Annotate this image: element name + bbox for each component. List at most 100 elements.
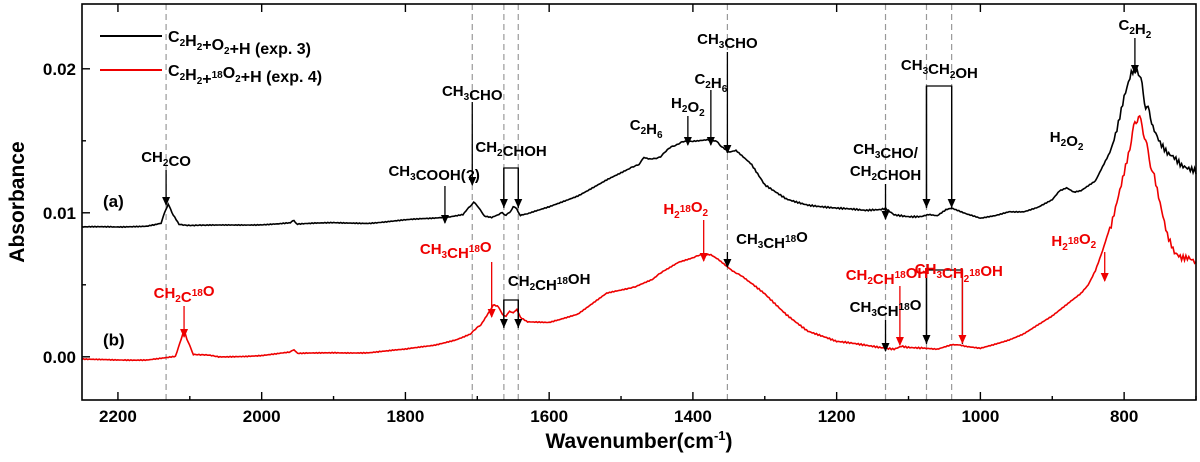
annotation-ch3ch18o-b1-part: O: [480, 239, 492, 256]
annotation-ch2ch18oh-b2-part: 2: [867, 276, 873, 287]
annotation-ch3ch2oh-a-part: OH: [955, 65, 978, 82]
annotation-c2h6-a1-part: H: [646, 121, 657, 138]
y-tick-label-0: 0.00: [43, 348, 76, 367]
annotation-h218o2-b2-part: H: [1051, 233, 1062, 250]
x-tick-label-1: 2000: [243, 407, 281, 426]
annotation-ch3cho-ch2choh-a-line2-part: 2: [871, 172, 877, 183]
arrow-ch2choh-a-left-head: [499, 199, 508, 208]
annotation-ch3cho-a1-part: CHO: [469, 87, 503, 104]
annotation-ch3ch18o-b3: CH3CH18O: [850, 297, 922, 320]
annotation-ch2c18o-b-part: 18: [192, 288, 204, 299]
legend-label-1-part: C: [168, 63, 180, 80]
bracket-ch3ch2oh-a: [925, 85, 953, 208]
annotation-c2h6-a2-part: 2: [705, 80, 711, 91]
annotation-ch2ch18oh-b2: CH2CH18OH: [846, 265, 929, 288]
annotation-ch2c18o-b-part: 2: [175, 294, 181, 305]
annotation-ch3ch18o-b3-part: 18: [899, 302, 911, 313]
legend-label-1: C2H2+18O2+H (exp. 4): [168, 63, 322, 88]
annotation-ch2ch18oh-b: CH2CH18OH: [508, 271, 591, 294]
annotation-h2o2-a2: H2O2: [1050, 129, 1084, 153]
arrow-ch3cho-a1-head: [468, 177, 477, 186]
x-tick-label-4: 1400: [674, 407, 712, 426]
annotation-c2h6-a2-part: 6: [722, 84, 728, 95]
annotation-h2o2-a1-part: H: [671, 95, 682, 112]
legend-label-1-part: O: [223, 65, 235, 82]
trace-label-b: (b): [103, 330, 125, 349]
annotation-c2h6-a1-part: 6: [657, 130, 663, 141]
annotation-ch3ch18o-b2-part: CH: [736, 231, 758, 248]
arrow-ch2ch18oh-b2-head: [895, 337, 904, 346]
annotation-c2h6-a1: C2H6: [630, 117, 663, 141]
annotation-ch2co-part: 2: [163, 158, 169, 169]
annotation-ch3ch18o-b3-part: O: [910, 297, 922, 314]
legend-label-1-part: H: [185, 67, 197, 84]
annotation-h2o2-a2-part: 2: [1078, 142, 1084, 153]
arrow-ch3ch18o-b3-head: [881, 343, 890, 352]
arrow-ch2ch18oh-b-right-head: [514, 319, 523, 328]
annotation-ch3ch18o-b1-part: 3: [442, 250, 448, 261]
annotation-ch2ch18oh-b-part: OH: [568, 271, 591, 288]
x-tick-label-3: 1600: [530, 407, 568, 426]
arrow-ch3ch2oh-a-right-head: [947, 199, 956, 208]
annotation-h218o2-b1-part: 18: [680, 204, 692, 215]
arrow-ch3cooh-head: [440, 215, 449, 224]
x-tick-label-7: 800: [1110, 407, 1138, 426]
y-tick-label-2: 0.02: [43, 60, 76, 79]
annotation-c2h6-a2-part: C: [694, 71, 705, 88]
annotation-h218o2-b1-part: O: [691, 199, 703, 216]
annotation-ch3ch218oh-b-part: OH: [980, 263, 1003, 280]
legend-label-0-part: 2: [197, 42, 203, 53]
annotation-h2o2-a2-part: O: [1066, 133, 1078, 150]
annotation-ch2choh-a-part: CH: [475, 139, 497, 156]
annotation-ch3ch18o-b2: CH3CH18O: [736, 229, 808, 252]
annotation-ch2ch18oh-b-part: 2: [530, 282, 536, 293]
legend-label-0-part: 2: [224, 46, 230, 57]
annotation-c2h6-a1-part: C: [630, 117, 641, 134]
annotation-ch3ch218oh-b: CH3CH218OH: [915, 261, 1003, 285]
annotation-ch3cho-a1-part: 3: [464, 92, 470, 103]
annotation-ch2c18o-b-part: CH: [154, 285, 176, 302]
arrow-ch2ch18oh-b-left-head: [499, 319, 508, 328]
annotation-ch3cooh-part: COOH(?): [416, 167, 480, 184]
annotation-ch3cho-ch2choh-a-line2-part: CHOH: [877, 167, 921, 184]
annotation-ch3cho-a1: CH3CHO: [442, 83, 503, 104]
trace-labels: (a)(b): [103, 192, 125, 349]
annotation-c2h2-a-part: H: [1135, 21, 1146, 38]
annotation-h2o2-a1-part: 2: [699, 108, 705, 119]
annotation-ch3ch18o-b2-part: 18: [785, 234, 797, 245]
arrow-ch2co-head: [162, 197, 171, 206]
annotation-ch3ch2oh-a-part: 2: [950, 70, 956, 81]
annotation-c2h6-a1-part: 2: [641, 126, 647, 137]
annotation-ch2ch18oh-b-part: CH: [535, 277, 557, 294]
annotation-h2o2-a2-part: H: [1050, 129, 1061, 146]
annotation-ch2co: CH2CO: [141, 149, 191, 170]
annotation-h218o2-b2-part: 18: [1068, 236, 1080, 247]
annotation-h2o2-a1: H2O2: [671, 95, 705, 119]
x-axis-label-sup: -1: [714, 428, 726, 443]
annotation-ch3cho-ch2choh-a-line2: CH2CHOH: [850, 163, 921, 184]
legend-label-0-part: +H (exp. 3): [230, 41, 311, 58]
annotation-c2h2-a-part: 2: [1146, 30, 1152, 41]
annotation-ch2choh-a-part: CHOH: [503, 143, 547, 160]
annotation-ch3cho-ch2choh-a-part: CH: [853, 141, 875, 158]
annotation-ch3cho-a2: CH3CHO: [697, 31, 758, 52]
arrow-h218o2-b2-head: [1100, 273, 1109, 282]
plot-frame: [81, 3, 1197, 401]
legend-label-1-part: +: [202, 71, 211, 88]
x-axis-label: Wavenumber(cm-1): [546, 428, 733, 453]
annotation-ch3ch18o-b2-part: O: [796, 229, 808, 246]
annotation-c2h2-a-part: 2: [1129, 26, 1135, 37]
annotation-ch3ch18o-b3-part: CH: [850, 299, 872, 316]
annotation-h218o2-b1: H218O2: [663, 199, 708, 221]
annotation-ch3ch218oh-b-part: 18: [969, 268, 981, 279]
series-layer: [81, 65, 1197, 362]
annotation-ch3ch218oh-b-part: CH: [915, 261, 937, 278]
legend-label-1-part: 2: [197, 76, 203, 87]
arrow-c2h2-a-head: [1130, 65, 1139, 74]
annotation-ch3ch18o-b2-part: CH: [763, 235, 785, 252]
legend-label-0-part: H: [185, 33, 197, 50]
x-tick-label-0: 2200: [99, 407, 137, 426]
x-tick-label-6: 1000: [961, 407, 999, 426]
arrow-ch3ch18o-b1-head: [487, 309, 496, 318]
